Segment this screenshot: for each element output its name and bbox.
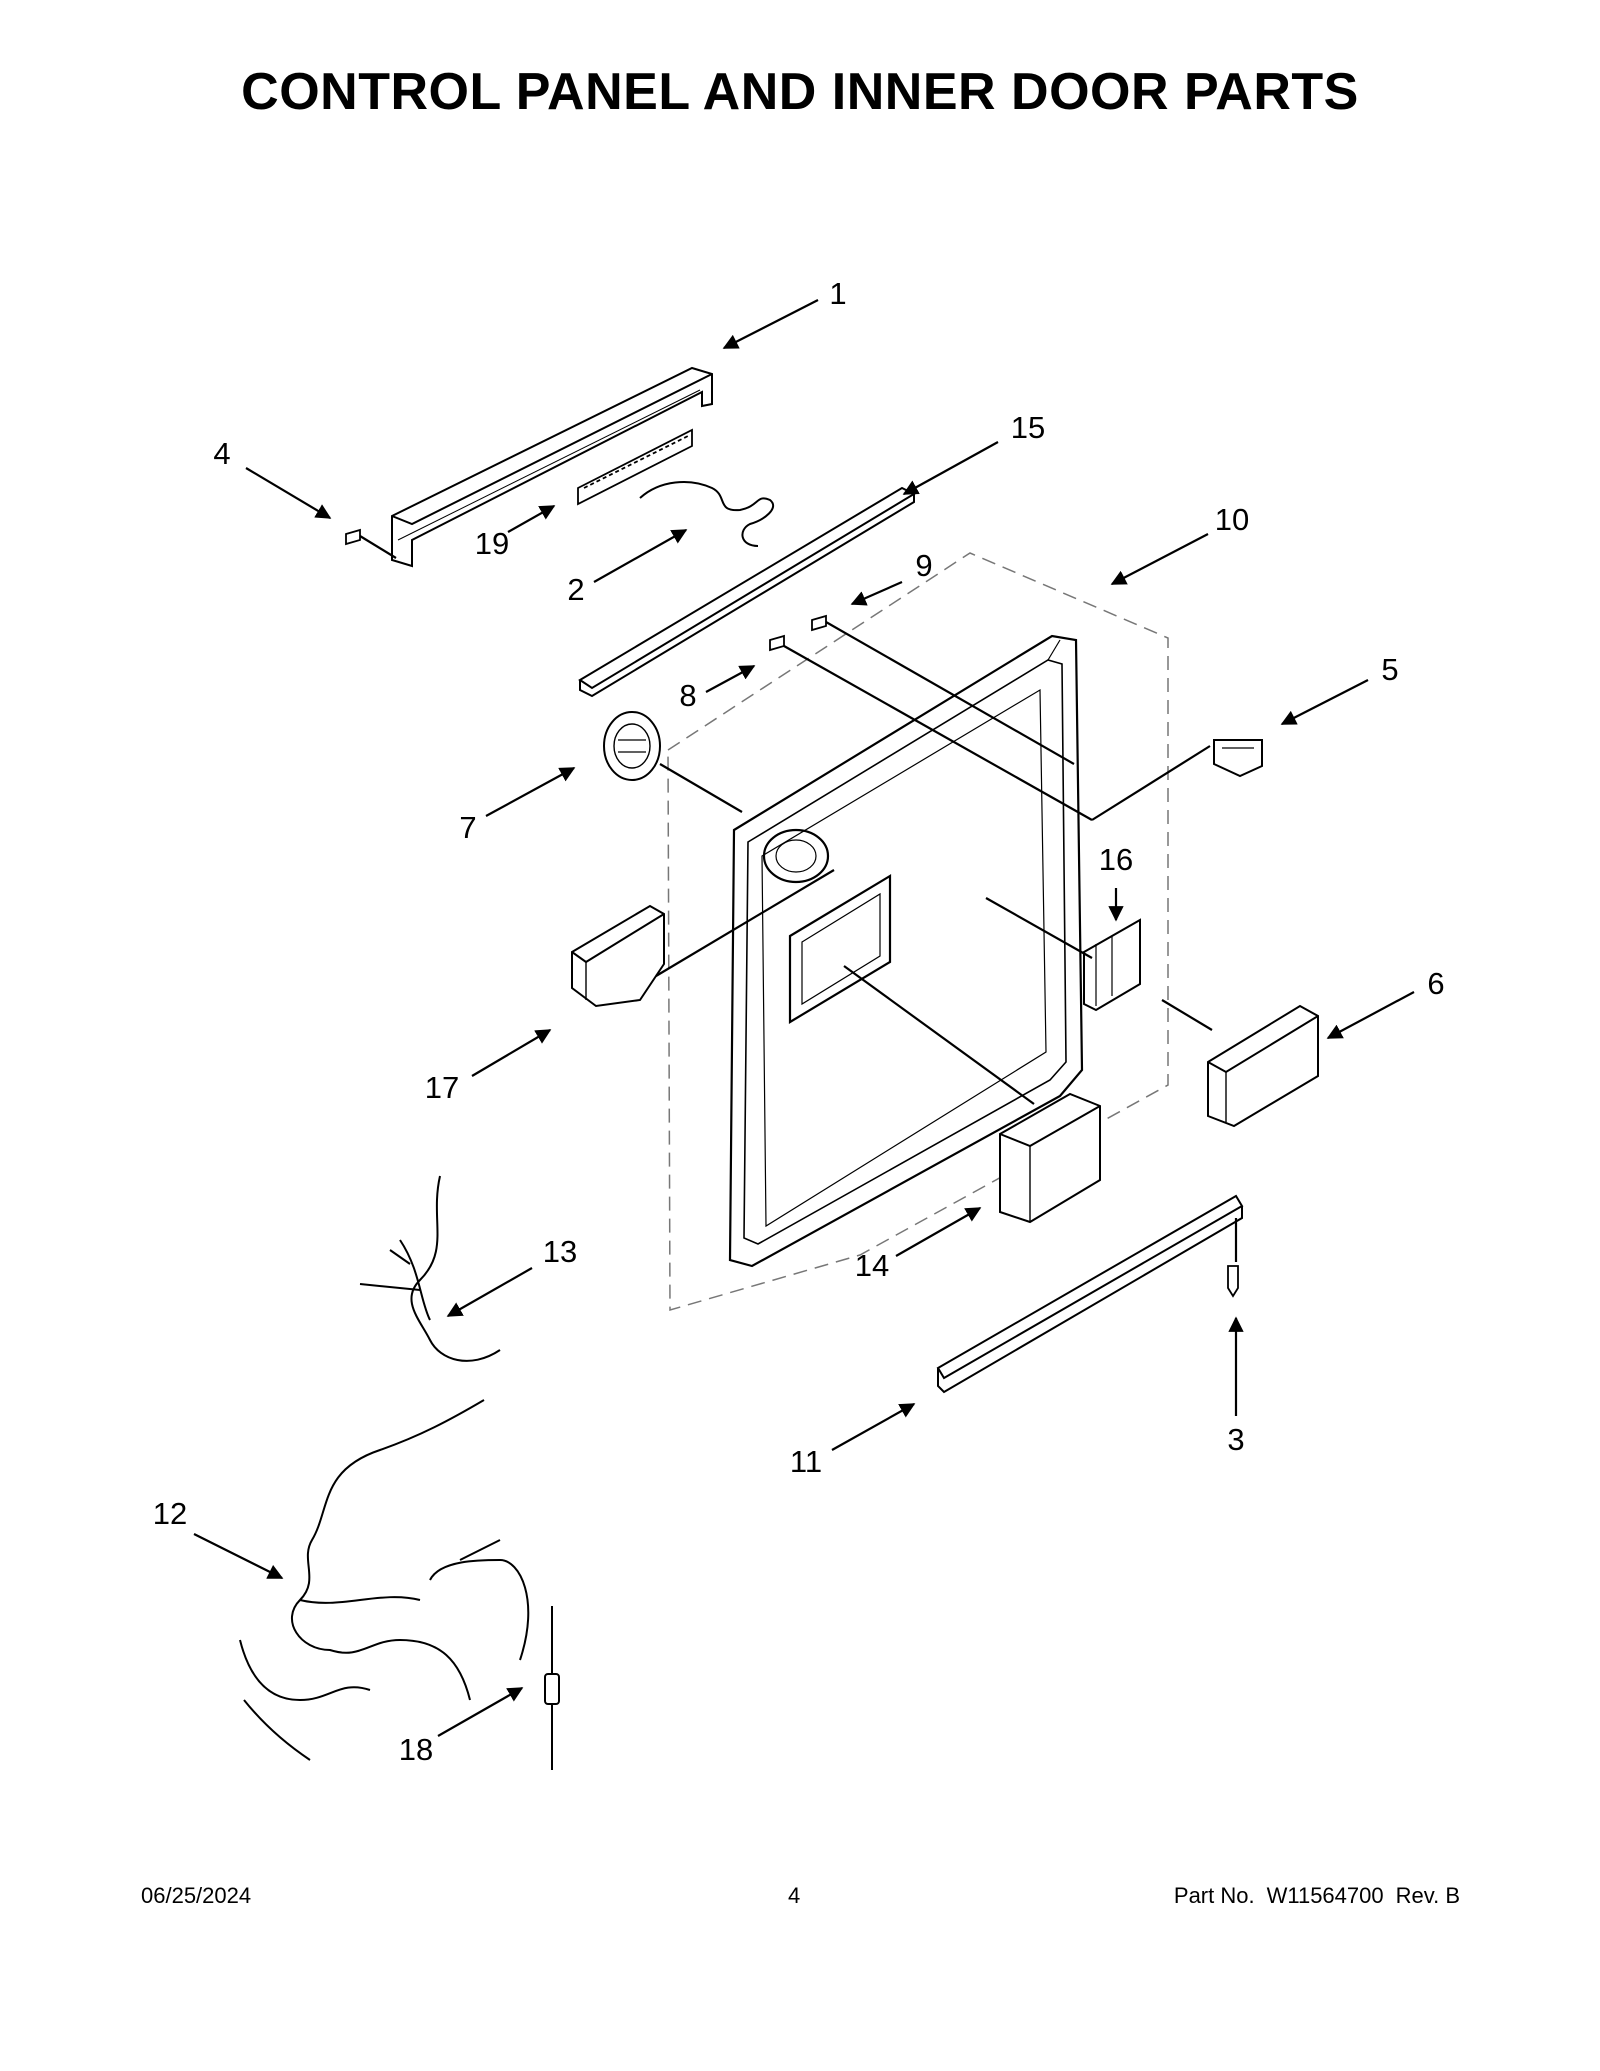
- bottom-rail-part: [936, 1194, 1244, 1394]
- leader-18: [437, 1687, 524, 1737]
- part-no-value: W11564700: [1266, 1883, 1384, 1908]
- callout-1: 1: [829, 276, 846, 311]
- callout-2: 2: [567, 572, 584, 607]
- fuse-part: [544, 1606, 560, 1770]
- leader-9: [850, 580, 903, 606]
- revision: Rev. B: [1395, 1883, 1460, 1908]
- leader-15: [902, 441, 999, 495]
- leader-7b: [659, 763, 743, 813]
- leader-16-link: [985, 897, 1093, 959]
- callout-16: 16: [1099, 842, 1133, 877]
- leader-14: [895, 1207, 982, 1257]
- leader-1: [722, 299, 819, 349]
- leader-6: [1326, 991, 1415, 1039]
- callout-17: 17: [425, 1070, 459, 1105]
- wire-part: [639, 481, 775, 547]
- wire-harness-part: [359, 1175, 501, 1362]
- page-title: CONTROL PANEL AND INNER DOOR PARTS: [241, 63, 1359, 121]
- footer-page-number: 4: [788, 1883, 801, 1908]
- control-board-part: [999, 1092, 1101, 1224]
- leader-17-link: [655, 869, 835, 977]
- leader-10: [1110, 533, 1209, 585]
- leader-8b: [783, 645, 1093, 821]
- leader-8: [705, 665, 756, 693]
- leader-5b: [1091, 745, 1211, 821]
- assembly-outline: [667, 552, 1169, 1311]
- leader-13: [446, 1267, 533, 1317]
- footer-part-number: Part No. W11564700 Rev. B: [1174, 1883, 1460, 1909]
- callout-13: 13: [543, 1234, 577, 1269]
- callout-labels: 1 2 3 4 5 6 7 8 9 10 11 12 13 14 15 16 1…: [153, 276, 1445, 1767]
- callout-8: 8: [679, 678, 696, 713]
- bracket-part: [1083, 918, 1141, 1012]
- callout-4: 4: [213, 436, 230, 471]
- actuator-part: [1207, 1004, 1319, 1128]
- small-screws: [345, 528, 827, 652]
- callout-11: 11: [790, 1444, 822, 1479]
- part-no-label: Part No.: [1173, 1883, 1255, 1908]
- callout-12: 12: [153, 1496, 187, 1531]
- screw-part: [1227, 1265, 1239, 1298]
- leader-4b: [359, 535, 397, 559]
- leader-7: [485, 767, 576, 817]
- vent-part: [603, 711, 661, 781]
- leader-17: [471, 1029, 552, 1077]
- leader-19: [507, 505, 556, 533]
- leader-lines: [193, 299, 1415, 1737]
- leader-4: [245, 467, 332, 519]
- leader-14-link: [843, 965, 1035, 1105]
- footer-date: 06/25/2024: [141, 1883, 252, 1908]
- leader-9b: [825, 621, 1075, 765]
- leader-5: [1280, 679, 1369, 725]
- callout-5: 5: [1381, 652, 1398, 687]
- callout-9: 9: [915, 548, 932, 583]
- leader-2: [593, 529, 688, 583]
- callout-7: 7: [459, 810, 476, 845]
- latch-part: [1213, 739, 1263, 778]
- leader-6-link: [1161, 999, 1213, 1031]
- ui-board-part: [577, 428, 693, 506]
- gasket-strip-part: [578, 486, 917, 698]
- callout-6: 6: [1427, 966, 1444, 1001]
- dispenser-part: [571, 904, 665, 1008]
- control-panel-part: [391, 366, 713, 568]
- leader-11: [831, 1403, 916, 1451]
- callout-10: 10: [1215, 502, 1249, 537]
- callout-15: 15: [1011, 410, 1045, 445]
- inner-door-panel: [728, 634, 1084, 1268]
- callout-14: 14: [855, 1248, 889, 1283]
- callout-19: 19: [475, 526, 509, 561]
- main-wire-harness-part: [239, 1399, 530, 1761]
- leader-12: [193, 1533, 284, 1579]
- callout-18: 18: [399, 1732, 433, 1767]
- callout-3: 3: [1227, 1422, 1244, 1457]
